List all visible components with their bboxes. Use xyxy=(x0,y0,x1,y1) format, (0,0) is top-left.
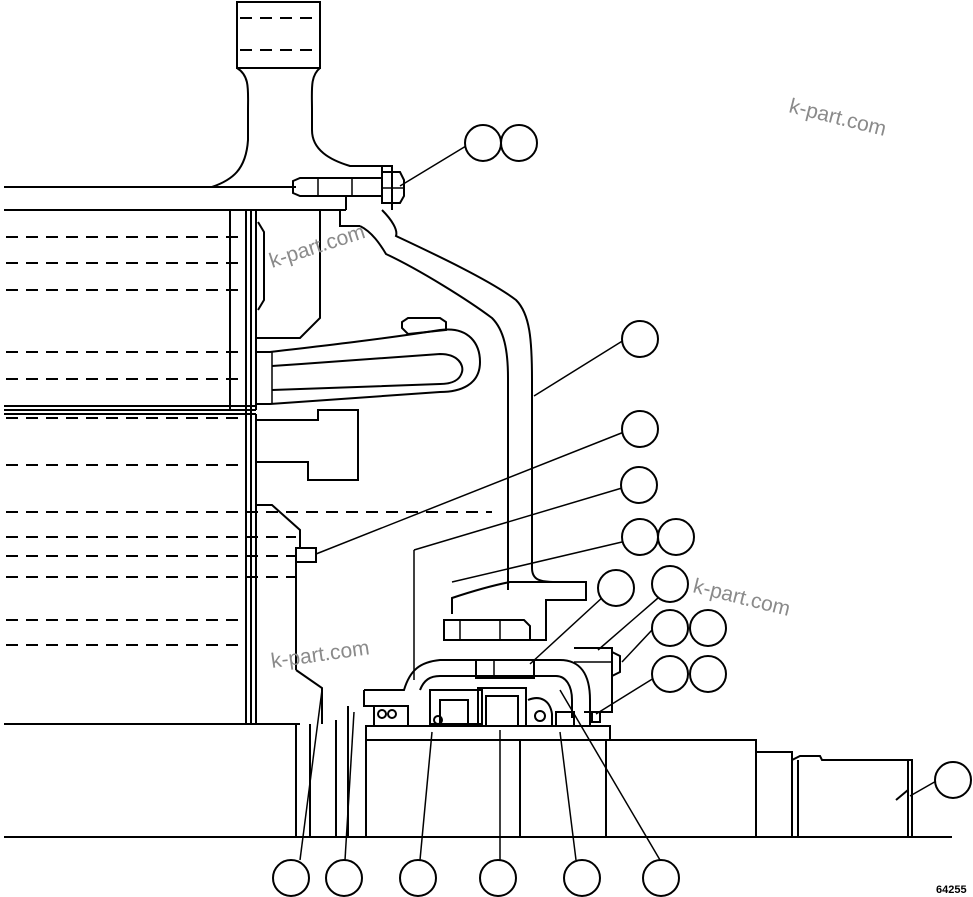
callout-bubble xyxy=(597,569,635,607)
middle-spacer xyxy=(256,409,359,481)
seal-housing xyxy=(295,659,611,837)
callout-bubble xyxy=(620,466,658,504)
outer-bolt xyxy=(574,647,621,723)
callout-bubble xyxy=(621,410,659,448)
casing-body xyxy=(4,186,952,838)
callout-bubble xyxy=(272,859,310,897)
callout-bubble xyxy=(689,609,727,647)
watermark: k-part.com xyxy=(269,636,370,673)
callout-bubble xyxy=(500,124,538,162)
callout-bubble xyxy=(621,320,659,358)
top-bolt xyxy=(292,171,405,204)
top-stem xyxy=(211,1,382,188)
callouts xyxy=(272,124,972,897)
callout-bubble xyxy=(399,859,437,897)
callout-bubble xyxy=(464,124,502,162)
bent-tube xyxy=(359,209,586,590)
lower-shield xyxy=(256,504,323,724)
callout-bubble xyxy=(651,655,689,693)
callout-bubble xyxy=(642,859,680,897)
callout-bubble xyxy=(657,518,695,556)
shaft xyxy=(519,739,913,837)
callout-bubble xyxy=(479,859,517,897)
callout-bubble xyxy=(651,609,689,647)
hidden-lines xyxy=(6,236,492,646)
callout-bubble xyxy=(563,859,601,897)
callout-bubble xyxy=(621,518,659,556)
hairpin-tube xyxy=(256,317,482,405)
watermark: k-part.com xyxy=(266,220,367,273)
watermark: k-part.com xyxy=(787,95,889,141)
callout-bubble xyxy=(689,655,727,693)
bearing-cap xyxy=(443,581,587,679)
callout-bubble xyxy=(325,859,363,897)
callout-bubble xyxy=(651,565,689,603)
callout-bubble xyxy=(934,761,972,799)
drawing-number: 64255 xyxy=(936,884,967,896)
leaders xyxy=(299,145,939,861)
